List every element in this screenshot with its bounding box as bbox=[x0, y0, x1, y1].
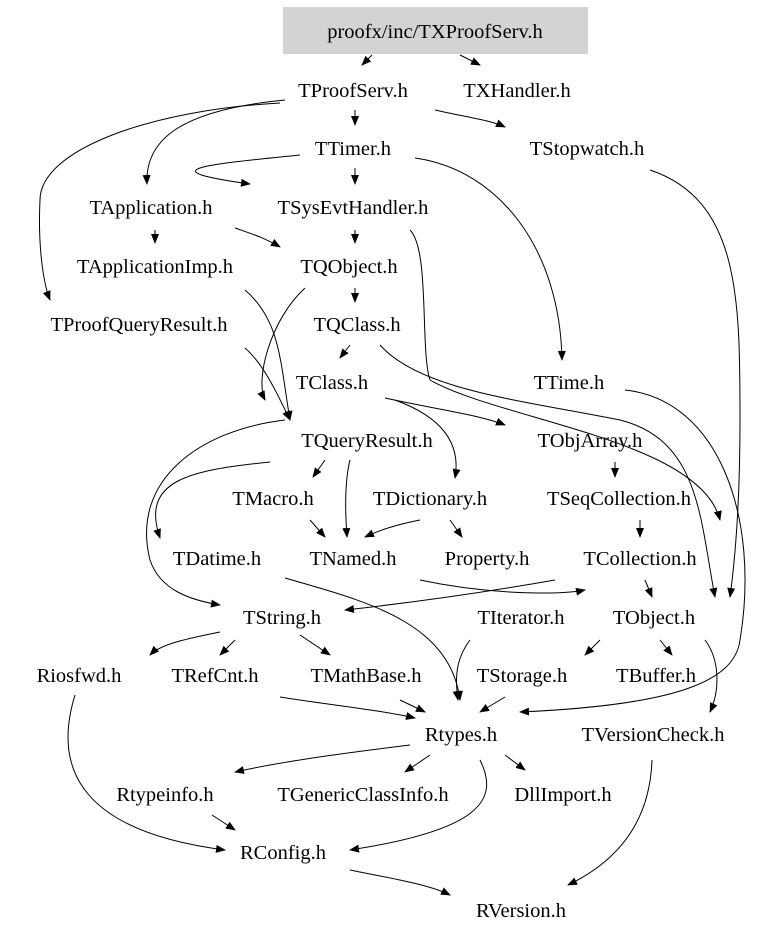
node-riosfwd: Riosfwd.h bbox=[37, 665, 122, 687]
edge-tqclass-tobject bbox=[379, 344, 718, 598]
node-tproofqueryresult: TProofQueryResult.h bbox=[50, 314, 227, 336]
edge-riosfwd-rconfig bbox=[67, 694, 226, 853]
node-tseqcollection: TSeqCollection.h bbox=[547, 488, 691, 510]
node-tdatime: TDatime.h bbox=[173, 548, 261, 570]
node-tqueryresult: TQueryResult.h bbox=[301, 430, 433, 452]
node-tclass: TClass.h bbox=[296, 372, 368, 394]
node-titerator: TIterator.h bbox=[477, 607, 564, 629]
edge-tversioncheck-rversion bbox=[567, 759, 653, 886]
edge-tobject-tbuffer bbox=[659, 639, 673, 656]
node-tnamed: TNamed.h bbox=[309, 548, 396, 570]
edge-trefcnt-rtypes bbox=[279, 696, 416, 720]
edge-ttimer-ttime bbox=[414, 157, 566, 361]
node-tbuffer: TBuffer.h bbox=[616, 665, 696, 687]
edge-tstopwatch-tobject bbox=[649, 169, 741, 598]
edge-tobject-tstorage bbox=[584, 639, 601, 656]
node-labels: proofx/inc/TXProofServ.h TProofServ.h TX… bbox=[37, 21, 725, 922]
node-tdictionary: TDictionary.h bbox=[373, 488, 487, 510]
node-property: Property.h bbox=[445, 548, 530, 570]
edge-tstorage-rtypes bbox=[479, 696, 506, 713]
edge-ttimer-tapplication bbox=[195, 154, 301, 187]
node-tstorage: TStorage.h bbox=[477, 665, 568, 687]
node-txproofserv: proofx/inc/TXProofServ.h bbox=[327, 21, 543, 43]
node-tstopwatch: TStopwatch.h bbox=[530, 138, 644, 160]
edge-tcollection-tobject bbox=[644, 579, 653, 598]
edge-tstring-trefcnt bbox=[219, 639, 236, 656]
node-rtypes: Rtypes.h bbox=[425, 724, 497, 746]
node-tqobject: TQObject.h bbox=[300, 256, 397, 278]
edge-tqclass-tclass bbox=[339, 344, 351, 359]
root-node-box bbox=[283, 7, 588, 54]
edge-tcollection-tstring bbox=[344, 579, 556, 613]
node-dllimport: DllImport.h bbox=[514, 784, 611, 806]
node-tproofserv: TProofServ.h bbox=[298, 80, 408, 102]
edge-tqobject-tqueryresult bbox=[257, 287, 306, 401]
edge-rtypes-rtypeinfo bbox=[234, 744, 411, 774]
edge-tnamed-tobject bbox=[419, 579, 586, 596]
node-tstring: TString.h bbox=[243, 607, 321, 629]
edge-rtypes-dllimport bbox=[504, 754, 526, 771]
node-tapplication: TApplication.h bbox=[89, 197, 212, 219]
node-tobjarray: TObjArray.h bbox=[538, 430, 643, 452]
edge-ttime-tbuffer bbox=[519, 389, 746, 716]
edge-tproofqueryresult-tqueryresult bbox=[244, 347, 291, 421]
edge-tdictionary-tnamed bbox=[364, 519, 421, 538]
edge-tqueryresult-tmacro bbox=[312, 459, 326, 478]
node-tobject: TObject.h bbox=[613, 607, 695, 629]
node-txhandler: TXHandler.h bbox=[463, 80, 571, 102]
node-trefcnt: TRefCnt.h bbox=[171, 665, 258, 687]
edge-root-txhandler bbox=[459, 54, 481, 66]
edge-titerator-rtypes bbox=[452, 639, 471, 701]
edge-tclass-tobjarray bbox=[384, 397, 506, 426]
edge-tsysevthandler-tobject bbox=[409, 229, 722, 521]
edge-tdictionary-property bbox=[449, 519, 463, 538]
node-tqclass: TQClass.h bbox=[313, 314, 400, 336]
node-tgenericclassinfo: TGenericClassInfo.h bbox=[277, 784, 448, 806]
edge-tclass-tstring bbox=[146, 419, 286, 608]
node-ttime: TTime.h bbox=[534, 372, 604, 394]
edge-tproofserv-tstopwatch bbox=[434, 109, 506, 128]
edge-rtypes-tgenericclassinfo bbox=[404, 754, 431, 773]
edge-tdatime-rtypes bbox=[284, 577, 463, 701]
node-tsysevthandler: TSysEvtHandler.h bbox=[278, 197, 429, 219]
edge-tclass-tdictionary bbox=[394, 399, 461, 479]
node-rconfig: RConfig.h bbox=[240, 842, 326, 864]
edge-rconfig-rversion bbox=[349, 869, 451, 896]
edge-rtypeinfo-rconfig bbox=[211, 814, 236, 831]
node-tmacro: TMacro.h bbox=[232, 488, 313, 510]
edges bbox=[38, 54, 746, 896]
edge-tstring-riosfwd bbox=[149, 631, 221, 656]
edge-tmacro-tnamed bbox=[309, 519, 326, 538]
edge-rtypes-rconfig bbox=[349, 759, 488, 853]
edge-tstring-tmathbase bbox=[299, 634, 331, 656]
node-tapplicationimp: TApplicationImp.h bbox=[77, 256, 233, 278]
edge-tqueryresult-tdatime bbox=[153, 461, 271, 539]
node-ttimer: TTimer.h bbox=[315, 138, 391, 160]
node-tmathbase: TMathBase.h bbox=[310, 665, 421, 687]
edge-tobject-tversioncheck bbox=[704, 639, 718, 713]
edge-tproofserv-tproofqueryresult bbox=[38, 102, 281, 301]
node-rversion: RVersion.h bbox=[476, 900, 566, 922]
edge-tmathbase-rtypes bbox=[399, 699, 426, 713]
node-rtypeinfo: Rtypeinfo.h bbox=[116, 784, 213, 806]
node-tversioncheck: TVersionCheck.h bbox=[582, 724, 725, 746]
edge-root-tproofserv bbox=[361, 54, 373, 66]
edge-tapplication-tqobject bbox=[234, 227, 281, 248]
edge-tapplicationimp-tqueryresult bbox=[244, 289, 293, 421]
edge-tqueryresult-tnamed bbox=[342, 459, 351, 538]
edge-tproofserv-tapplication bbox=[142, 99, 286, 185]
node-tcollection: TCollection.h bbox=[583, 548, 696, 570]
